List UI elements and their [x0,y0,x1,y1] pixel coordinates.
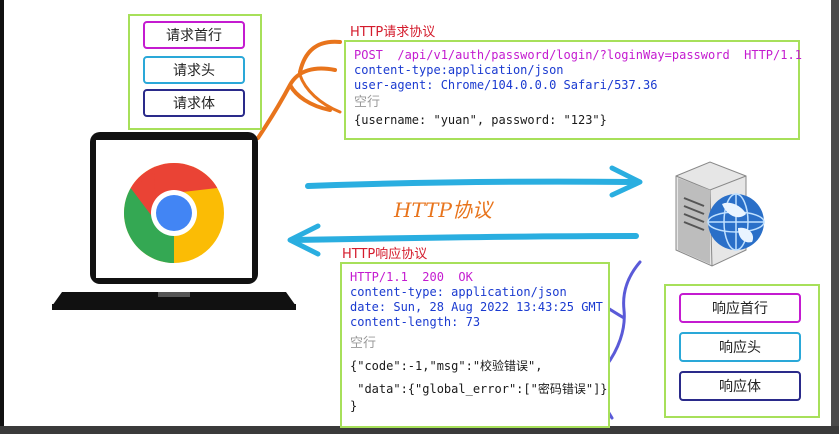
request-header-content-type: content-type:application/json [354,63,564,77]
status-line-pill: 响应首行 [679,293,801,323]
request-blank-line: 空行 [354,95,381,110]
chrome-logo-icon [124,163,224,263]
request-body-label: 请求体 [173,96,215,112]
request-body-pill: 请求体 [143,89,245,117]
response-body-line-2: "data":{"global_error":["密码错误"]} [350,382,608,396]
response-header-content-type: content-type: application/json [350,285,567,299]
response-body-label: 响应体 [719,379,761,395]
response-header-content-length: content-length: 73 [350,315,481,329]
request-body-text: {username: "yuan", password: "123"} [354,113,607,127]
request-title: HTTP请求协议 [350,25,436,40]
response-body-line-3: } [350,399,358,413]
status-line-label: 响应首行 [712,301,768,317]
bottom-frame-edge [0,426,839,434]
response-headers-label: 响应头 [719,340,761,356]
request-line-text: POST /api/v1/auth/password/login/?loginW… [354,48,802,62]
globe-icon [707,193,765,251]
request-line-label: 请求首行 [166,28,222,44]
response-body-line-1: {"code":-1,"msg":"校验错误", [350,359,543,373]
response-header-date: date: Sun, 28 Aug 2022 13:43:25 GMT [350,300,603,314]
protocol-label: HTTP协议 [394,198,492,222]
response-headers-pill: 响应头 [679,332,801,362]
right-frame-edge [831,0,839,434]
response-title: HTTP响应协议 [342,247,428,262]
response-blank-line: 空行 [350,336,377,351]
response-status-line: HTTP/1.1 200 OK [350,270,473,284]
request-brace-connector-2 [298,73,342,114]
request-line-pill: 请求首行 [143,21,245,49]
request-code-box: POST /api/v1/auth/password/login/?loginW… [344,40,802,140]
left-frame-edge [0,0,4,434]
request-headers-pill: 请求头 [143,56,245,84]
response-arrow [287,223,639,257]
request-arrow [305,165,643,198]
response-body-pill: 响应体 [679,371,801,401]
response-code-box: HTTP/1.1 200 OK content-type: applicatio… [340,262,610,428]
request-headers-label: 请求头 [173,63,215,79]
request-brace-connector [256,39,342,140]
request-header-user-agent: user-agent: Chrome/104.0.0.0 Safari/537.… [354,78,658,92]
